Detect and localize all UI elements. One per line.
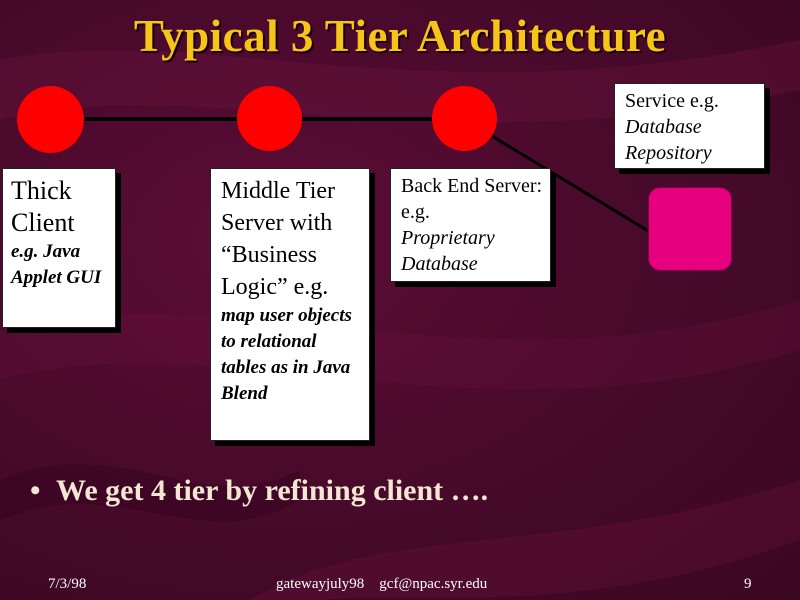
middle-tier-box: Middle Tier Server with “Business Logic”… <box>210 168 370 441</box>
footer-date: 7/3/98 <box>48 576 87 592</box>
middle-tier-heading: Middle Tier Server with “Business Logic”… <box>221 178 336 300</box>
bullet-text: We get 4 tier by refining client …. <box>56 474 489 507</box>
database-icon <box>648 187 732 271</box>
bullet-point: • We get 4 tier by refining client …. <box>30 474 488 508</box>
bullet-marker: • <box>30 474 41 507</box>
client-node <box>17 86 84 153</box>
middle-tier-detail: map user objects to relational tables as… <box>221 305 352 404</box>
back-end-detail: Proprietary Database <box>401 227 495 275</box>
back-end-heading: Back End Server: e.g. <box>401 175 543 223</box>
footer-center: gatewayjuly98 gcf@npac.syr.edu <box>276 576 488 592</box>
thick-client-heading: Thick Client <box>11 176 75 237</box>
thick-client-detail: e.g. Java Applet GUI <box>11 241 102 288</box>
backend-node <box>432 86 497 151</box>
service-detail: Database Repository <box>625 116 712 164</box>
back-end-box: Back End Server: e.g. Proprietary Databa… <box>390 168 551 282</box>
slide-title: Typical 3 Tier Architecture <box>133 11 667 61</box>
service-box: Service e.g. Database Repository <box>614 83 765 169</box>
service-heading: Service e.g. <box>625 90 719 112</box>
footer-page-number: 9 <box>744 576 752 592</box>
backend-database-line <box>463 117 651 234</box>
thick-client-box: Thick Client e.g. Java Applet GUI <box>2 168 116 328</box>
middle-node <box>237 86 302 151</box>
